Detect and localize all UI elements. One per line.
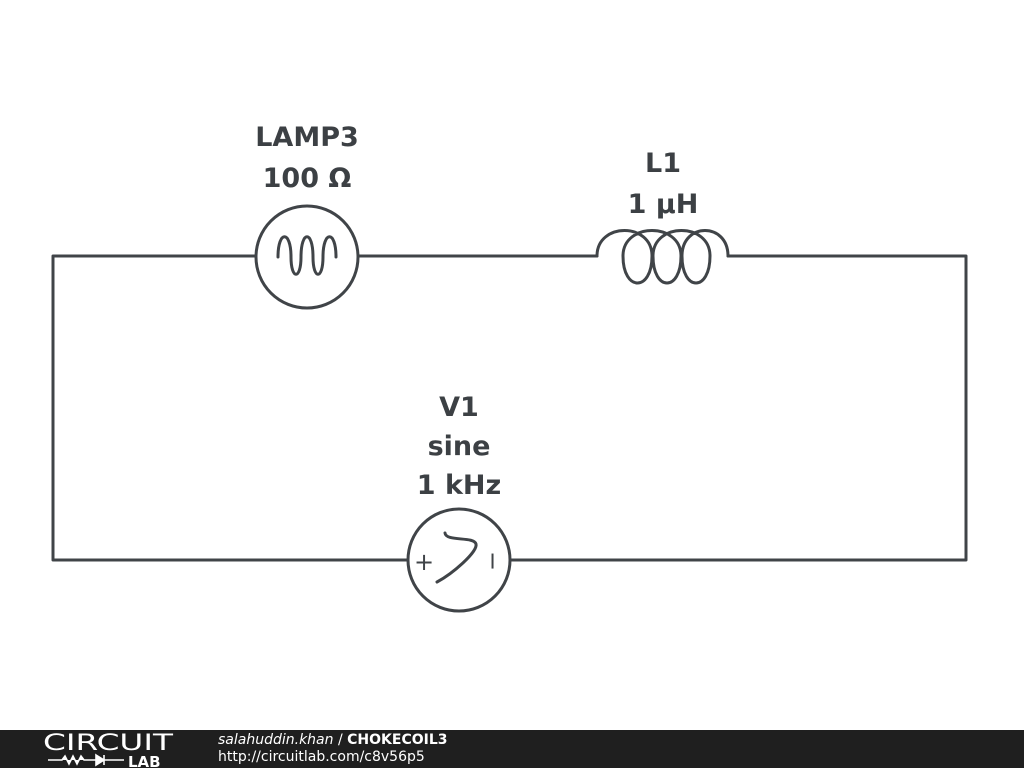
logo-lab-text: LAB <box>128 753 161 768</box>
author-name[interactable]: salahuddin.khan <box>218 732 334 748</box>
lamp-filament <box>276 235 338 276</box>
minus-terminal-label: − <box>479 551 507 571</box>
circuit-title[interactable]: CHOKECOIL3 <box>347 732 448 748</box>
footer-bar: CIRCUIT LAB salahuddin.khan / CHOKECOIL3… <box>0 730 1024 768</box>
inductor-name-label: L1 <box>645 148 681 179</box>
source-frequency-label: 1 kHz <box>417 470 501 501</box>
circuit-byline: salahuddin.khan / CHOKECOIL3 <box>218 732 448 748</box>
circuit-schematic: LAMP3 100 Ω L1 1 µH + − V1 sine 1 kHz <box>51 122 968 613</box>
wire-right <box>508 254 968 562</box>
circuitlab-logo[interactable]: CIRCUIT LAB <box>0 730 215 768</box>
wire-top-left <box>51 254 410 562</box>
source-waveform-label: sine <box>428 431 491 462</box>
voltage-source-symbol[interactable]: + − <box>406 507 512 613</box>
inductor-coil <box>595 229 730 285</box>
plus-terminal-label: + <box>414 548 434 576</box>
circuit-url-link[interactable]: http://circuitlab.com/c8v56p5 <box>218 749 425 765</box>
byline-separator: / <box>333 732 348 748</box>
voltage-source-circle <box>406 507 512 613</box>
inductor-symbol[interactable] <box>595 229 730 285</box>
circuit-wires <box>51 254 968 562</box>
lamp-name-label: LAMP3 <box>255 122 359 153</box>
lamp-symbol[interactable] <box>254 204 360 310</box>
lamp-bulb-circle <box>254 204 360 310</box>
source-name-label: V1 <box>439 392 479 423</box>
logo-circuit-text: CIRCUIT <box>43 731 174 756</box>
sine-wave-icon <box>435 531 478 584</box>
logo-resistor-diode-icon <box>48 753 124 767</box>
inductor-value-label: 1 µH <box>628 189 699 220</box>
lamp-value-label: 100 Ω <box>263 163 352 194</box>
